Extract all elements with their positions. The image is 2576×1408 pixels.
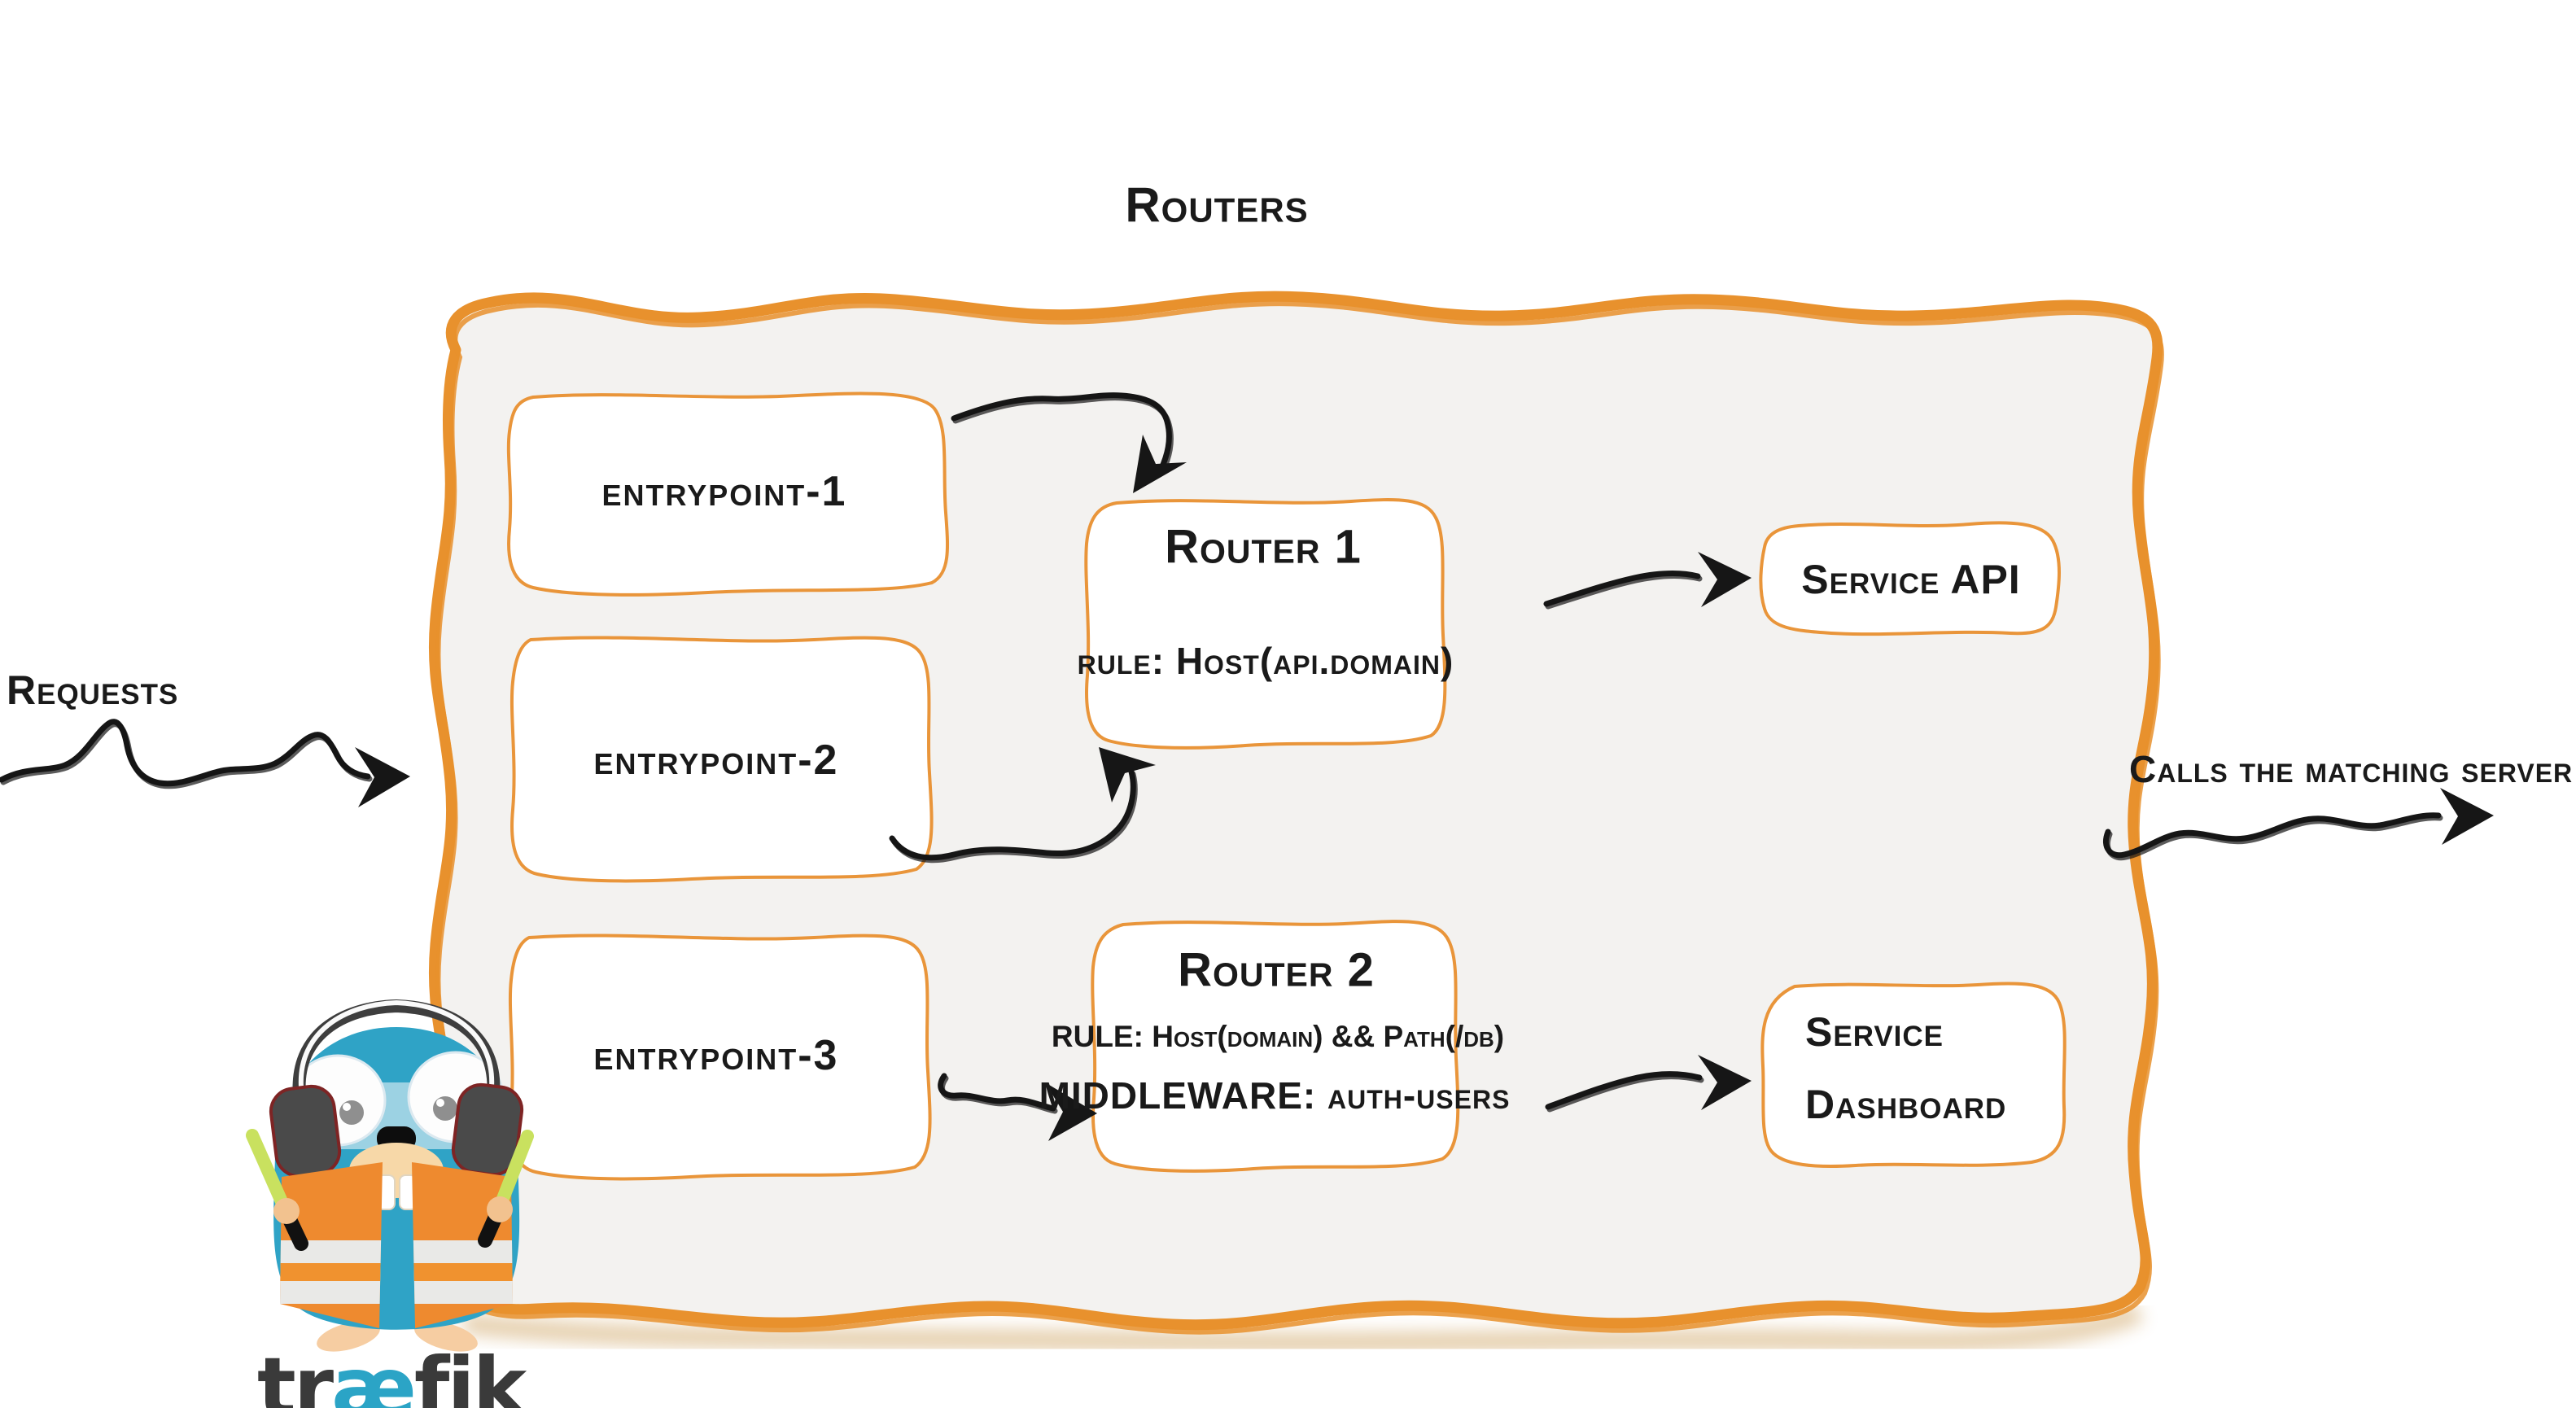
- traefik-gopher-icon: [246, 999, 534, 1352]
- service-api-label: Service API: [1801, 557, 2021, 602]
- service-dashboard-label-line1: Service: [1805, 1009, 1944, 1055]
- requests-label: Requests: [7, 667, 179, 713]
- arrow-requests-in: [0, 719, 410, 807]
- entrypoint-2-box: [510, 636, 934, 883]
- router-2-rule: RULE: Host(domain) && Path(/db): [1051, 1020, 1505, 1053]
- arrow-entrypoint2-to-router1: [889, 747, 1156, 860]
- wordmark-tr: tr: [257, 1340, 334, 1408]
- service-dashboard-label-line2: Dashboard: [1805, 1082, 2007, 1127]
- calls-matching-server-label: Calls the matching server: [2129, 748, 2574, 790]
- traefik-wordmark: træfik: [257, 1340, 527, 1408]
- panel-shadow: [462, 1302, 2144, 1353]
- arrow-entrypoint3-to-router2: [938, 1073, 1097, 1141]
- router-1-rule: rule: Host(api.domain): [1077, 640, 1454, 682]
- entrypoint-1-label: entrypoint-1: [601, 468, 847, 515]
- router-2-title: Router 2: [1178, 943, 1375, 997]
- entrypoint-1-box: [506, 391, 950, 597]
- entrypoint-3-label: entrypoint-3: [593, 1032, 839, 1079]
- arrow-calls-out: [2103, 788, 2494, 858]
- service-dashboard-box: [1760, 982, 2066, 1168]
- router-2-box: [1091, 920, 1460, 1173]
- wordmark-ae: æ: [331, 1340, 417, 1408]
- arrow-router2-to-service-dashboard: [1545, 1055, 1752, 1110]
- diagram-title: Routers: [1125, 177, 1309, 233]
- entrypoint-2-label: entrypoint-2: [593, 737, 839, 784]
- wordmark-fik: fik: [413, 1340, 527, 1408]
- arrow-entrypoint1-to-router1: [951, 392, 1187, 493]
- service-api-box: [1759, 521, 2061, 636]
- router-1-title: Router 1: [1165, 520, 1362, 574]
- router-2-middleware: MIDDLEWARE: auth-users: [1039, 1074, 1511, 1117]
- router-1-box: [1084, 498, 1447, 750]
- arrow-router1-to-service-api: [1543, 552, 1752, 607]
